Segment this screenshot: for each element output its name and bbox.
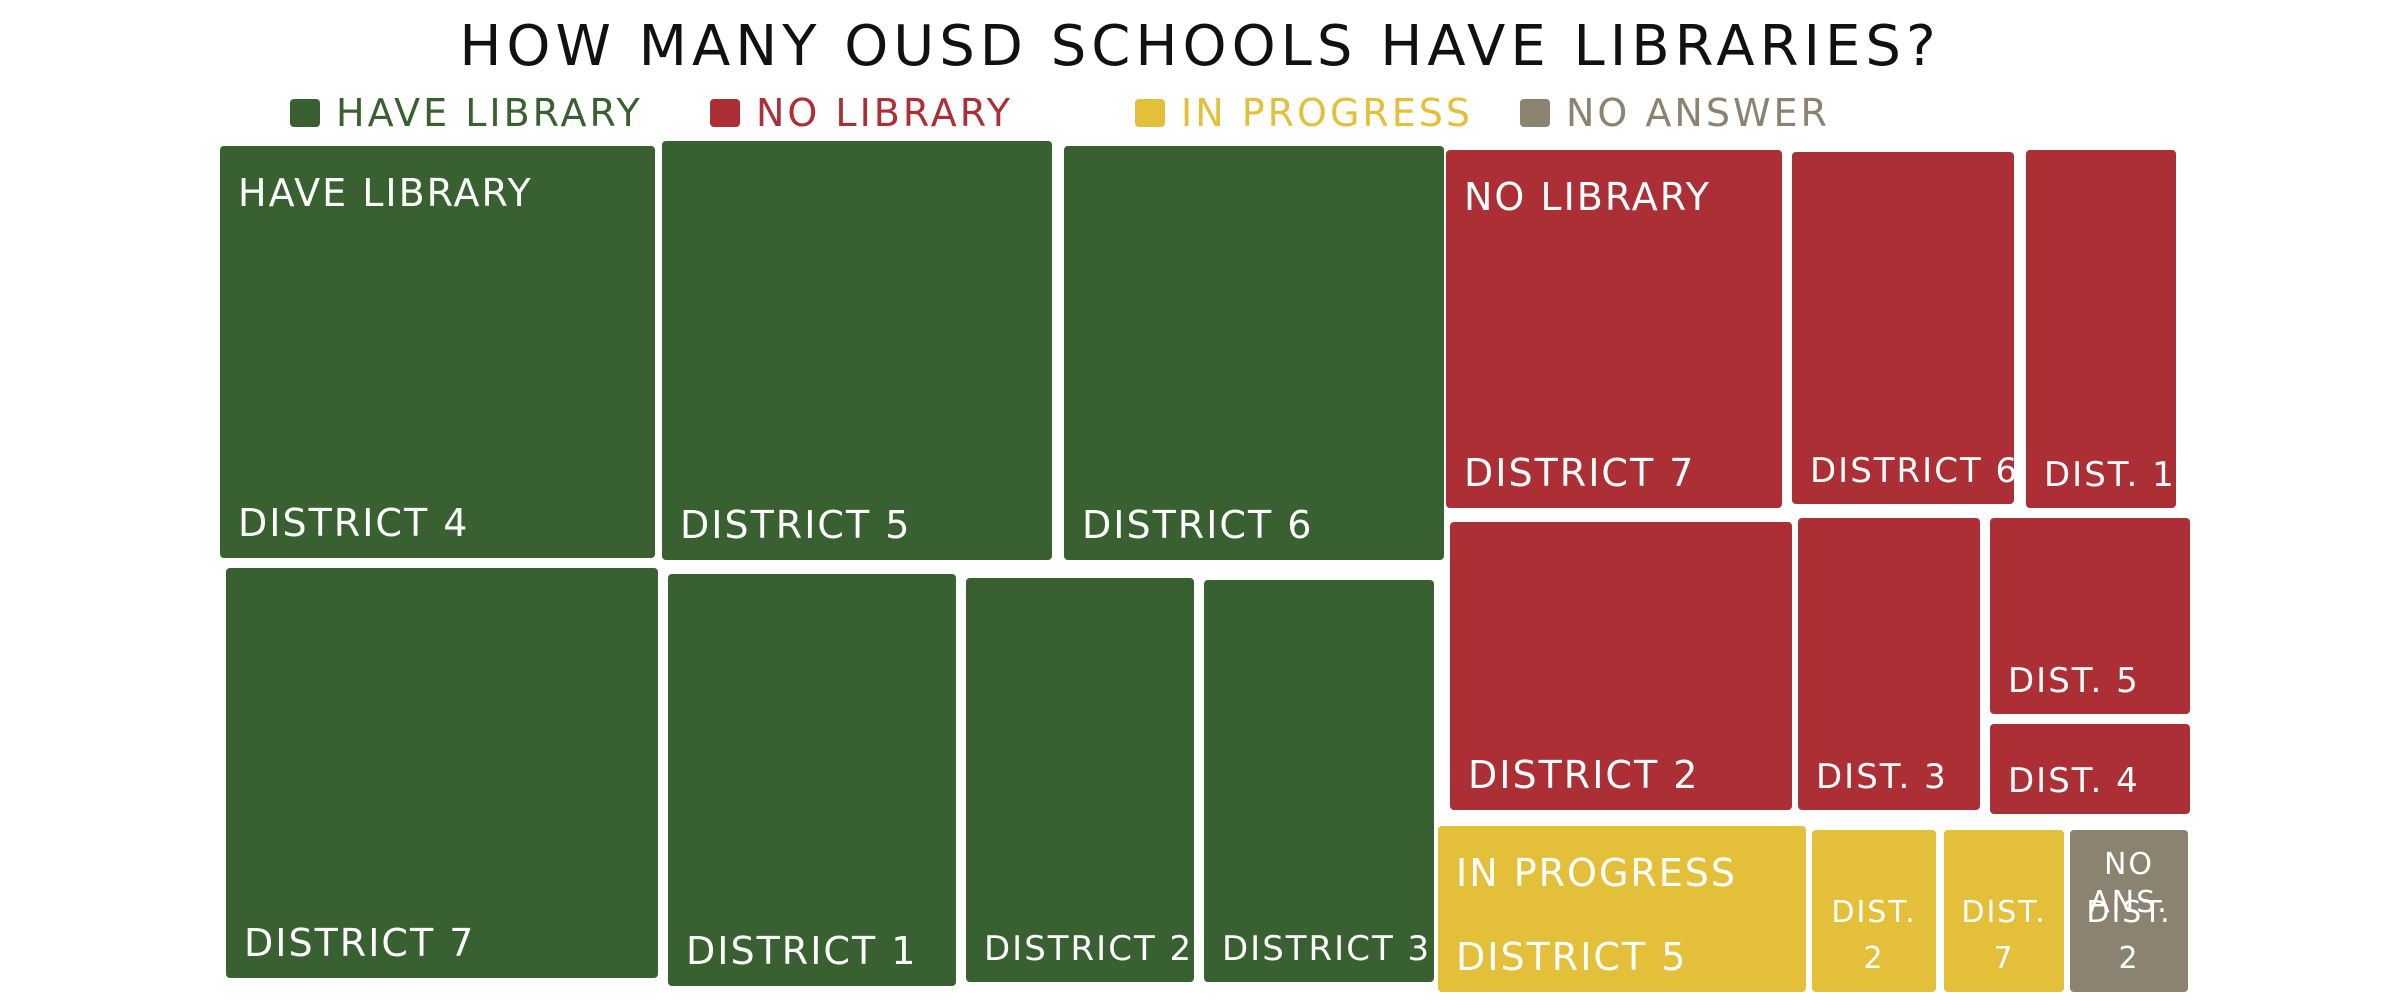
cell-label-no-ans-dist-2: Dist.2	[2086, 895, 2171, 976]
cell-label-no-library-dist-4: Dist. 4	[2008, 761, 2140, 801]
cell-label-no-library-district-6: District 6	[1810, 451, 2019, 491]
cell-have-library-district-2	[966, 578, 1194, 982]
legend-item-no-answer: No Answer	[1520, 88, 1830, 138]
cell-label-in-progress-dist-7: Dist.7	[1961, 895, 2046, 976]
cell-label-in-progress-dist-2: Dist.2	[1831, 895, 1916, 976]
cell-label-no-library-district-2: District 2	[1468, 753, 1699, 797]
cell-no-ans-dist-2	[2070, 830, 2188, 992]
cell-no-library-dist-4	[1990, 724, 2190, 814]
legend-item-have-library: Have Library	[290, 88, 643, 138]
cell-no-library-dist-1	[2026, 150, 2176, 508]
legend-swatch-in-progress	[1135, 99, 1165, 127]
legend-swatch-no-library	[710, 99, 740, 127]
cell-in-progress-dist-2	[1812, 830, 1936, 992]
group-label-no-library: No Library	[1464, 175, 1711, 219]
cell-have-library-district-4	[220, 146, 655, 558]
cell-have-library-district-6	[1064, 146, 1444, 560]
legend: Have Library No Library In Progress No A…	[0, 88, 2400, 138]
cell-label-have-library-district-7: District 7	[244, 921, 475, 965]
cell-label-have-library-district-3: District 3	[1222, 929, 1431, 969]
legend-label-in-progress: In Progress	[1181, 91, 1474, 135]
cell-in-progress-dist-7	[1944, 830, 2064, 992]
cell-no-library-district-6	[1792, 152, 2014, 504]
cell-label-have-library-district-4: District 4	[238, 501, 469, 545]
cell-have-library-district-7	[226, 568, 658, 978]
cell-have-library-district-5	[662, 141, 1052, 560]
legend-swatch-no-answer	[1520, 99, 1550, 127]
cell-label-have-library-district-5: District 5	[680, 503, 911, 547]
legend-label-no-answer: No Answer	[1566, 91, 1830, 135]
cell-no-library-district-7	[1446, 150, 1782, 508]
legend-swatch-have-library	[290, 99, 320, 127]
cell-have-library-district-1	[668, 574, 956, 986]
chart-title: How many OUSD schools have libraries?	[459, 14, 1941, 79]
legend-label-no-library: No Library	[756, 91, 1013, 135]
legend-item-no-library: No Library	[710, 88, 1013, 138]
cell-label-have-library-district-2: District 2	[984, 929, 1193, 969]
legend-item-in-progress: In Progress	[1135, 88, 1473, 138]
cell-label-have-library-district-1: District 1	[686, 929, 917, 973]
cell-label-no-library-dist-3: Dist. 3	[1816, 757, 1948, 797]
cell-label-no-library-dist-5: Dist. 5	[2008, 661, 2140, 701]
cell-no-library-dist-5	[1990, 518, 2190, 714]
group-label-have-library: Have Library	[238, 171, 533, 215]
cell-label-in-progress-district-5: District 5	[1456, 935, 1687, 979]
cell-no-library-district-2	[1450, 522, 1792, 810]
cell-label-no-library-district-7: District 7	[1464, 451, 1695, 495]
legend-label-have-library: Have Library	[336, 91, 643, 135]
cell-label-no-library-dist-1: Dist. 1	[2044, 455, 2176, 495]
cell-label-have-library-district-6: District 6	[1082, 503, 1313, 547]
cell-in-progress-district-5	[1438, 826, 1806, 992]
group-label-in-progress: In Progress	[1456, 851, 1737, 895]
cell-no-library-dist-3	[1798, 518, 1980, 810]
cell-have-library-district-3	[1204, 580, 1434, 982]
